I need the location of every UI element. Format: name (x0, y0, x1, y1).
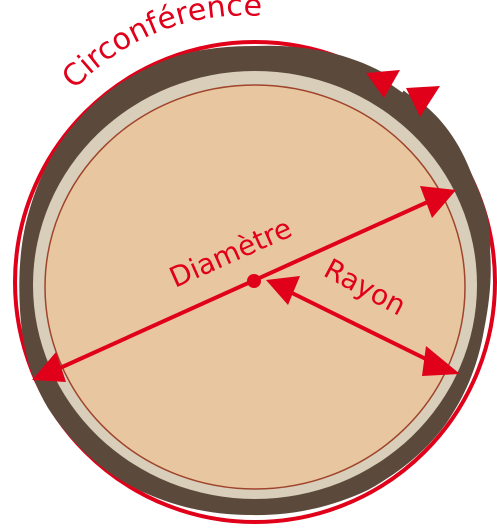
center-point (247, 274, 261, 288)
